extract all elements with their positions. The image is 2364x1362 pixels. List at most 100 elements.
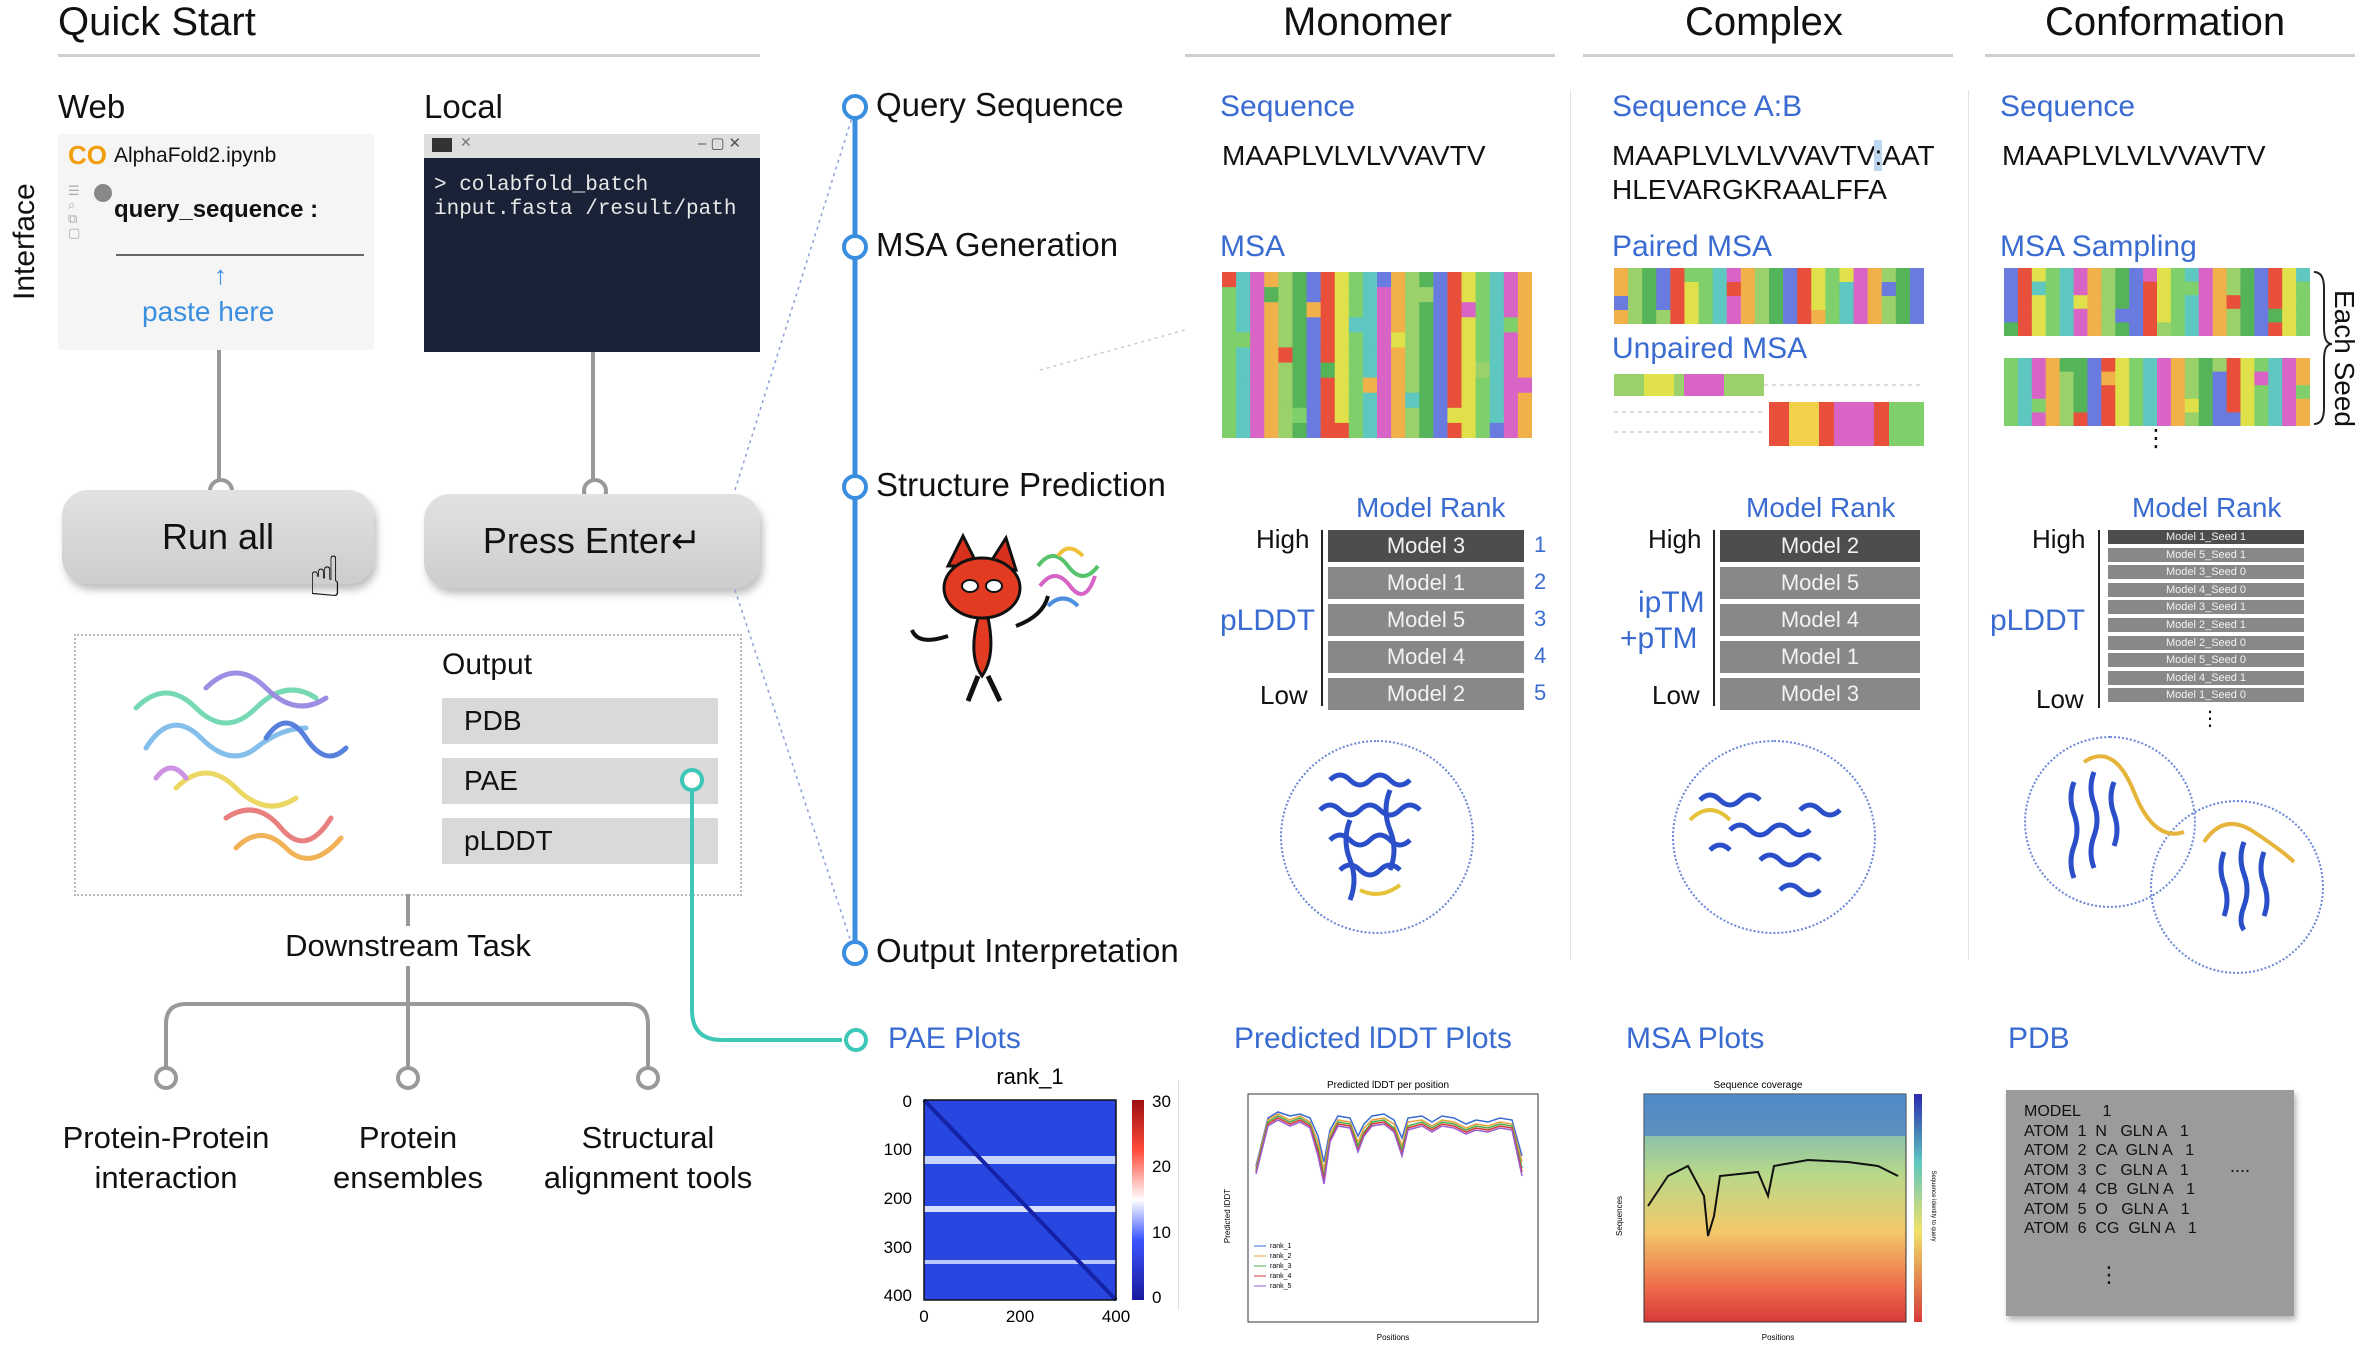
msa-cell <box>1278 347 1293 364</box>
monomer-rank-item[interactable]: Model 2 <box>1328 678 1524 710</box>
msa-cell <box>1867 268 1883 283</box>
msa-cell <box>1670 310 1685 324</box>
msa-cell <box>1489 347 1505 364</box>
msa-cell <box>2129 412 2144 426</box>
colab-notebook[interactable]: CO AlphaFold2.ipynb ☰⌕⧉▢ query_sequence … <box>58 134 374 350</box>
msa-cell <box>1334 287 1350 303</box>
conformation-rank-item[interactable]: Model 5_Seed 1 <box>2108 547 2304 562</box>
msa-cell <box>1489 407 1505 424</box>
msa-cell <box>1853 282 1869 297</box>
plddt-plot: Predicted lDDT per position Predicted lD… <box>1223 1080 1539 1342</box>
msa-cell <box>2296 322 2310 336</box>
each-seed-label: Each Seed <box>2329 290 2360 427</box>
msa-cell <box>2268 385 2283 400</box>
monomer-rank-item[interactable]: Model 5 <box>1328 604 1524 636</box>
msa-cell <box>2115 398 2130 413</box>
connector-line <box>217 350 221 490</box>
msa-cell <box>1642 296 1657 311</box>
msa-cell <box>1222 347 1237 364</box>
conformation-rank-item[interactable]: Model 3_Seed 1 <box>2108 600 2304 615</box>
msa-cell <box>2212 308 2228 323</box>
msa-cell <box>1614 268 1629 283</box>
msa-cell <box>2143 295 2158 310</box>
complex-rank-item[interactable]: Model 1 <box>1720 641 1920 673</box>
complex-rank-item[interactable]: Model 2 <box>1720 530 1920 562</box>
msa-cell <box>2129 385 2144 400</box>
msa-cell <box>1377 407 1392 424</box>
conformation-rank-item[interactable]: Model 2_Seed 0 <box>2108 635 2304 650</box>
close-tab-icon[interactable]: ✕ <box>460 134 472 150</box>
msa-cell <box>1348 272 1364 288</box>
msa-cell <box>1517 407 1532 424</box>
chain-b-seq: AAT <box>1882 140 1935 171</box>
msa-cell <box>1236 272 1251 288</box>
conformation-rank-item[interactable]: Model 3_Seed 0 <box>2108 565 2304 580</box>
terminal-window[interactable]: ✕ –▢✕ > colabfold_batch input.fasta /res… <box>424 134 760 352</box>
plddt-xlabel: Positions <box>1377 1333 1409 1342</box>
msa-cell <box>2282 398 2297 413</box>
pae-ytick: 100 <box>884 1140 912 1159</box>
conformation-rank-item[interactable]: Model 5_Seed 0 <box>2108 653 2304 668</box>
output-pdb[interactable]: PDB <box>442 698 718 744</box>
conformation-rank-item[interactable]: Model 4_Seed 0 <box>2108 582 2304 597</box>
conformation-rank-item[interactable]: Model 1_Seed 1 <box>2108 530 2304 544</box>
run-all-button[interactable]: Run all <box>62 490 374 584</box>
msa-cell <box>2004 358 2019 373</box>
msa-cell <box>1292 302 1308 318</box>
terminal-command[interactable]: > colabfold_batch input.fasta /result/pa… <box>434 174 736 222</box>
msa-cell <box>1517 302 1532 318</box>
msa-cell <box>1278 392 1293 409</box>
monomer-rank-item[interactable]: Model 3 <box>1328 530 1524 562</box>
conformation-rank-item[interactable]: Model 2_Seed 1 <box>2108 618 2304 632</box>
conformation-rank-item[interactable]: Model 1_Seed 0 <box>2108 688 2304 703</box>
complex-rank-item[interactable]: Model 4 <box>1720 604 1920 636</box>
run-cell-icon[interactable] <box>94 184 112 202</box>
msa-cell <box>2045 295 2061 310</box>
complex-rank-item[interactable]: Model 3 <box>1720 678 1920 710</box>
window-controls-icon[interactable]: –▢✕ <box>698 135 746 152</box>
msa-cell <box>1419 347 1434 364</box>
complex-rank-item[interactable]: Model 5 <box>1720 567 1920 599</box>
msa-cell <box>1769 282 1784 297</box>
msa-cell <box>1712 310 1728 324</box>
press-enter-button[interactable]: Press Enter↵ <box>424 494 760 588</box>
msa-cell <box>1670 268 1685 283</box>
msa-cell <box>1264 287 1279 303</box>
msa-cell <box>1236 332 1251 348</box>
msa-cell <box>1222 272 1237 288</box>
output-plddt[interactable]: pLDDT <box>442 818 718 864</box>
msa-cell <box>2045 358 2061 373</box>
conformation-rank-item[interactable]: Model 4_Seed 1 <box>2108 670 2304 685</box>
msa-cell <box>1503 377 1519 394</box>
msa-cell <box>1377 272 1392 288</box>
conformation-structure-image <box>2068 754 2296 932</box>
msa-cell <box>1377 347 1392 364</box>
msa-cell <box>2059 308 2075 323</box>
msa-cell <box>2254 295 2269 310</box>
header-rule <box>1583 54 1953 57</box>
rank-number: 1 <box>1534 532 1547 557</box>
msa-cell <box>1391 302 1406 318</box>
msa-cell <box>2198 308 2214 323</box>
msa-cell <box>1405 287 1420 303</box>
msa-cell <box>2268 358 2283 373</box>
monomer-rank-item[interactable]: Model 4 <box>1328 641 1524 673</box>
msa-cell <box>1320 407 1336 424</box>
msa-cell <box>2031 371 2047 386</box>
msa-cell <box>2045 268 2061 283</box>
vertical-ellipsis: ⋮ <box>2144 425 2168 452</box>
msa-cell <box>1433 347 1448 364</box>
terminal-icon <box>432 138 452 152</box>
query-sequence-input[interactable] <box>116 254 364 256</box>
msa-cell <box>2282 268 2297 283</box>
msa-cell <box>2184 295 2200 310</box>
msa-cell <box>2045 371 2061 386</box>
output-pae[interactable]: PAE <box>442 758 718 804</box>
msa-cell <box>1264 377 1279 394</box>
msa-cell <box>1895 268 1911 283</box>
monomer-rank-item[interactable]: Model 1 <box>1328 567 1524 599</box>
msa-cell <box>1278 407 1293 424</box>
mascot-illustration <box>910 532 1100 703</box>
msa-cell <box>2254 358 2269 373</box>
msa-cell <box>2198 385 2214 400</box>
